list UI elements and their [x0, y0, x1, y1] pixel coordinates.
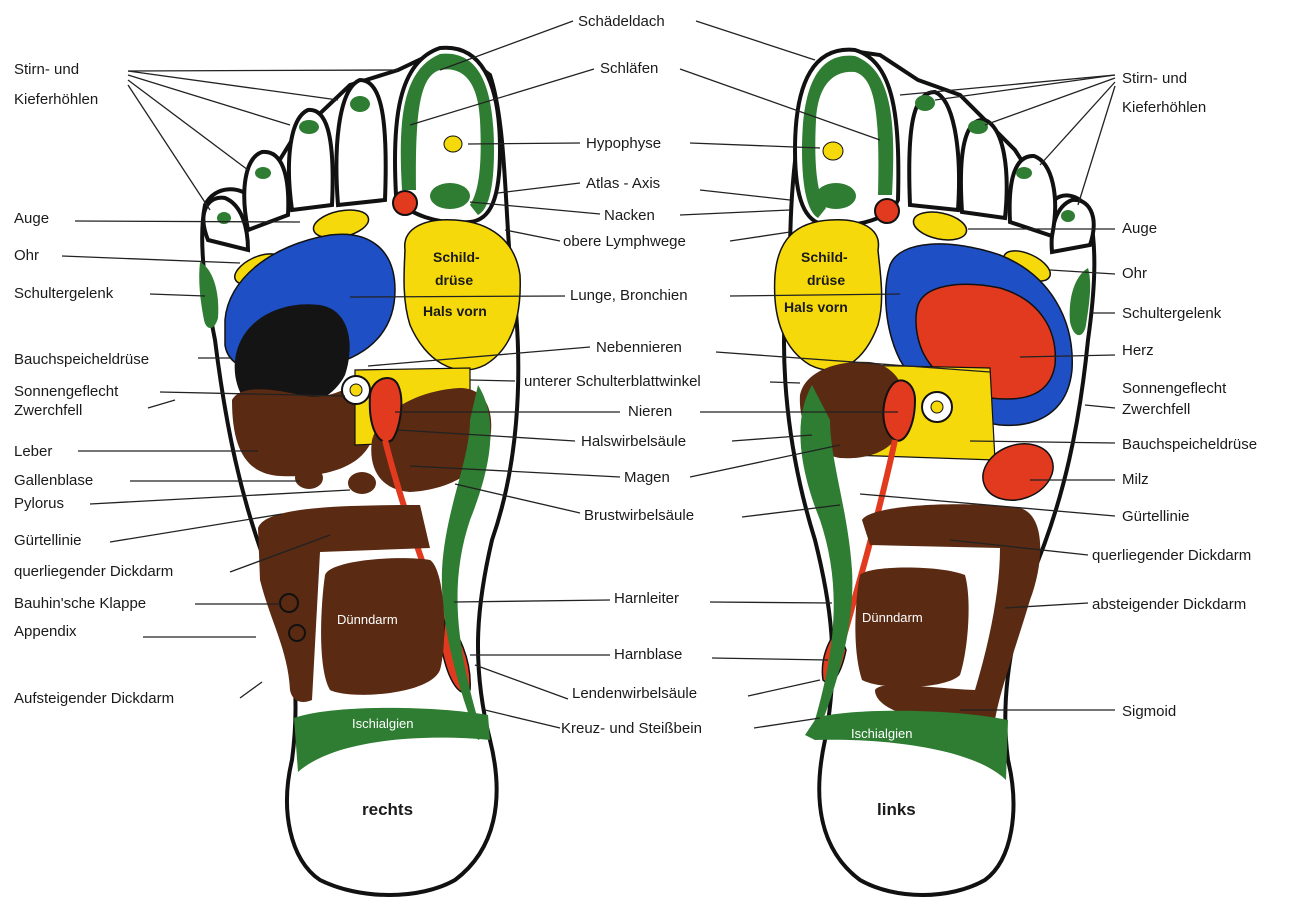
center-labels: Schädeldach Schläfen Hypophyse Atlas - A…	[524, 13, 702, 737]
right-sinus-dot-4	[255, 167, 271, 179]
right-hypophyse-dot	[444, 136, 462, 152]
left-foot	[775, 50, 1095, 895]
label-ohr-left: Ohr	[14, 247, 39, 264]
right-atlas-dot	[393, 191, 417, 215]
right-gallenblase-dot	[295, 467, 323, 489]
right-duenndarm-label: Dünndarm	[337, 612, 398, 627]
left-nacken-zone	[816, 183, 856, 209]
label-aufsteigender-dickdarm: Aufsteigender Dickdarm	[14, 690, 174, 707]
label-auge-right: Auge	[1122, 220, 1157, 237]
label-guertellinie-left: Gürtellinie	[14, 532, 82, 549]
right-foot-name: rechts	[362, 800, 413, 819]
label-kieferhoehlen-right: Kieferhöhlen	[1122, 99, 1206, 116]
right-fourth-toe	[244, 152, 288, 230]
label-stirn-right: Stirn- und	[1122, 70, 1187, 87]
label-stirn-left: Stirn- und	[14, 61, 79, 78]
label-pylorus: Pylorus	[14, 495, 64, 512]
label-nieren: Nieren	[628, 403, 672, 420]
label-harnblase: Harnblase	[614, 646, 682, 663]
left-hals-vorn-label: Hals vorn	[784, 299, 848, 315]
label-schultergelenk-right: Schultergelenk	[1122, 305, 1222, 322]
right-ischialgien-label: Ischialgien	[352, 716, 413, 731]
left-hypophyse-dot	[823, 142, 843, 160]
label-nacken: Nacken	[604, 207, 655, 224]
label-halswirbelsaeule: Halswirbelsäule	[581, 433, 686, 450]
right-pylorus-dot	[348, 472, 376, 494]
right-schilddruese-label-1: Schild-	[433, 249, 480, 265]
left-sinus-dot-3	[968, 120, 988, 134]
right-nacken-zone	[430, 183, 470, 209]
label-kreuz-steissbein: Kreuz- und Steißbein	[561, 720, 702, 737]
left-foot-name: links	[877, 800, 916, 819]
right-sinus-dot-2	[350, 96, 370, 112]
label-harnleiter: Harnleiter	[614, 590, 679, 607]
label-absteigender-dickdarm: absteigender Dickdarm	[1092, 596, 1246, 613]
left-side-labels: Stirn- und Kieferhöhlen Auge Ohr Schulte…	[14, 61, 174, 707]
left-sonnengeflecht-core	[931, 401, 943, 413]
label-zwerchfell-right: Zwerchfell	[1122, 401, 1190, 418]
left-schilddruese-label-1: Schild-	[801, 249, 848, 265]
label-lunge-bronchien: Lunge, Bronchien	[570, 287, 688, 304]
label-zwerchfell-left: Zwerchfell	[14, 402, 82, 419]
label-bauchspeicheldruese-right: Bauchspeicheldrüse	[1122, 436, 1257, 453]
label-ohr-right: Ohr	[1122, 265, 1147, 282]
left-atlas-dot	[875, 199, 899, 223]
label-magen: Magen	[624, 469, 670, 486]
right-sonnengeflecht-core	[350, 384, 362, 396]
label-lendenwirbelsaeule: Lendenwirbelsäule	[572, 685, 697, 702]
right-schilddruese-label-2: drüse	[435, 272, 473, 288]
label-brustwirbelsaeule: Brustwirbelsäule	[584, 507, 694, 524]
label-appendix: Appendix	[14, 623, 77, 640]
left-sinus-dot-5	[1061, 210, 1075, 222]
label-querliegender-dickdarm-right: querliegender Dickdarm	[1092, 547, 1251, 564]
label-schultergelenk-left: Schultergelenk	[14, 285, 114, 302]
label-gallenblase: Gallenblase	[14, 472, 93, 489]
label-obere-lymphwege: obere Lymphwege	[563, 233, 686, 250]
right-hals-vorn-label: Hals vorn	[423, 303, 487, 319]
label-sigmoid: Sigmoid	[1122, 703, 1176, 720]
label-schulterblattwinkel: unterer Schulterblattwinkel	[524, 373, 701, 390]
label-sonnengeflecht-right: Sonnengeflecht	[1122, 380, 1227, 397]
label-hypophyse: Hypophyse	[586, 135, 661, 152]
right-side-labels: Stirn- und Kieferhöhlen Auge Ohr Schulte…	[1092, 70, 1257, 720]
label-guertellinie-right: Gürtellinie	[1122, 508, 1190, 525]
left-sinus-dot-4	[1016, 167, 1032, 179]
label-herz: Herz	[1122, 342, 1154, 359]
label-sonnengeflecht-left: Sonnengeflecht	[14, 383, 119, 400]
label-bauhin-klappe: Bauhin'sche Klappe	[14, 595, 146, 612]
right-sinus-dot-3	[299, 120, 319, 134]
label-bauchspeicheldruese-left: Bauchspeicheldrüse	[14, 351, 149, 368]
label-auge-left: Auge	[14, 210, 49, 227]
left-fourth-toe	[1010, 156, 1055, 236]
label-leber: Leber	[14, 443, 52, 460]
left-third-toe	[961, 120, 1007, 218]
label-querliegender-dickdarm-left: querliegender Dickdarm	[14, 563, 173, 580]
right-foot	[199, 48, 520, 895]
label-milz: Milz	[1122, 471, 1149, 488]
label-atlas-axis: Atlas - Axis	[586, 175, 660, 192]
left-sinus-dot-2	[915, 95, 935, 111]
label-schaedeldach: Schädeldach	[578, 13, 665, 30]
label-nebennieren: Nebennieren	[596, 339, 682, 356]
left-ischialgien-label: Ischialgien	[851, 726, 912, 741]
left-schilddruese-label-2: drüse	[807, 272, 845, 288]
left-duenndarm-label: Dünndarm	[862, 610, 923, 625]
label-kieferhoehlen-left: Kieferhöhlen	[14, 91, 98, 108]
left-duenndarm-zone	[855, 568, 968, 687]
right-nieren-zone	[370, 378, 402, 442]
label-schlaefen: Schläfen	[600, 60, 658, 77]
